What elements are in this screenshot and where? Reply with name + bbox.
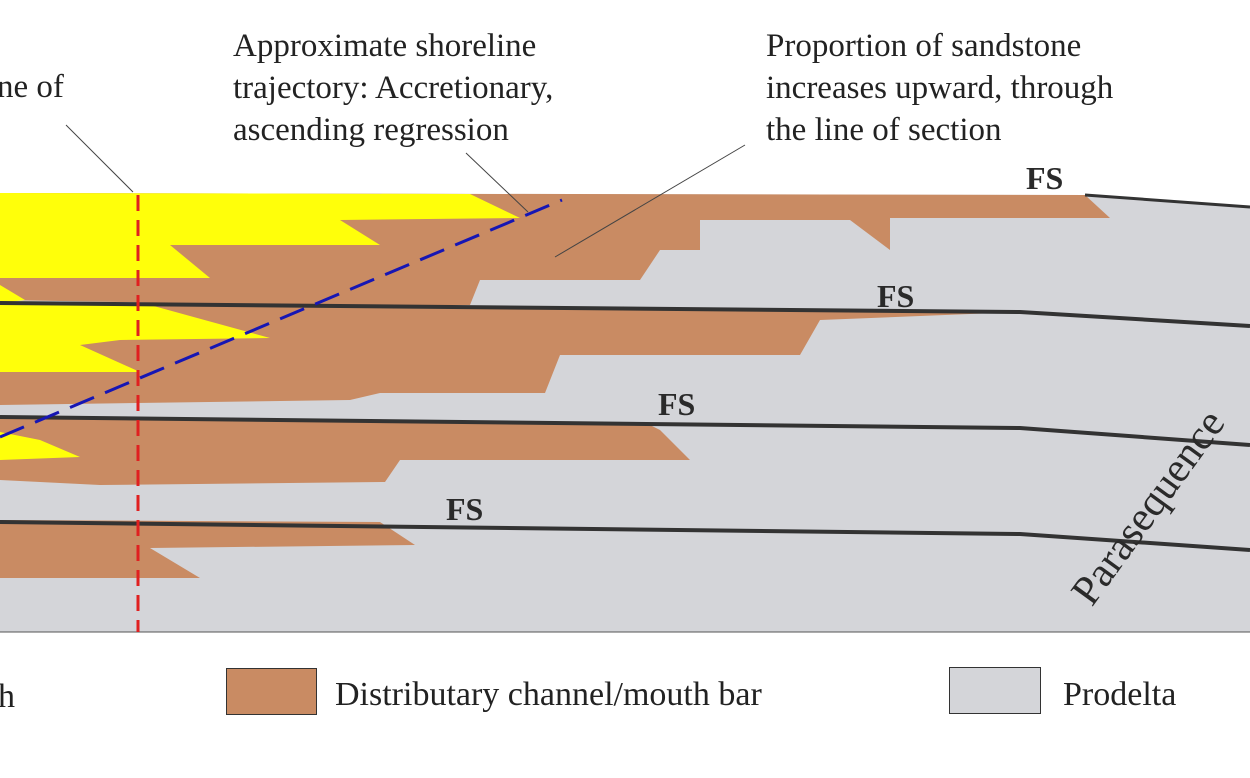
sandstone-proportion-label: Proportion of sandstone increases upward…	[766, 28, 1114, 148]
flooding-surface-4	[0, 520, 1250, 552]
fs-label-4: FS	[446, 491, 484, 527]
fs-label-3: FS	[658, 386, 696, 422]
leader-line-section	[65, 124, 134, 193]
mouth-bar-4	[0, 520, 415, 578]
legend-label-prodelta: Prodelta	[1063, 676, 1177, 713]
legend-partial-label: h	[0, 678, 15, 715]
flooding-surface-2	[0, 301, 1250, 328]
flooding-surface-1	[1084, 193, 1250, 209]
legend-swatch-prodelta	[949, 667, 1041, 714]
shoreline-trajectory-label: Approximate shoreline trajectory: Accret…	[233, 28, 554, 148]
legend-swatch-mouth-bar	[226, 668, 317, 715]
legend-label-mouth-bar: Distributary channel/mouth bar	[335, 676, 762, 713]
shoreface-sand-4	[0, 432, 80, 460]
shoreface-sand-3	[0, 305, 270, 372]
shoreline-trajectory-line	[0, 198, 563, 439]
leader-line-sandstone	[554, 144, 746, 258]
shoreface-sand-1	[0, 193, 520, 278]
fs-label-1: FS	[1026, 160, 1064, 196]
fs-label-2: FS	[877, 278, 915, 314]
mouth-bar-3	[0, 418, 690, 485]
line-of-section-label: ne of	[0, 69, 64, 105]
flooding-surface-3	[0, 415, 1250, 447]
shoreface-sand-2	[0, 285, 25, 303]
leader-line-trajectory	[465, 152, 529, 213]
